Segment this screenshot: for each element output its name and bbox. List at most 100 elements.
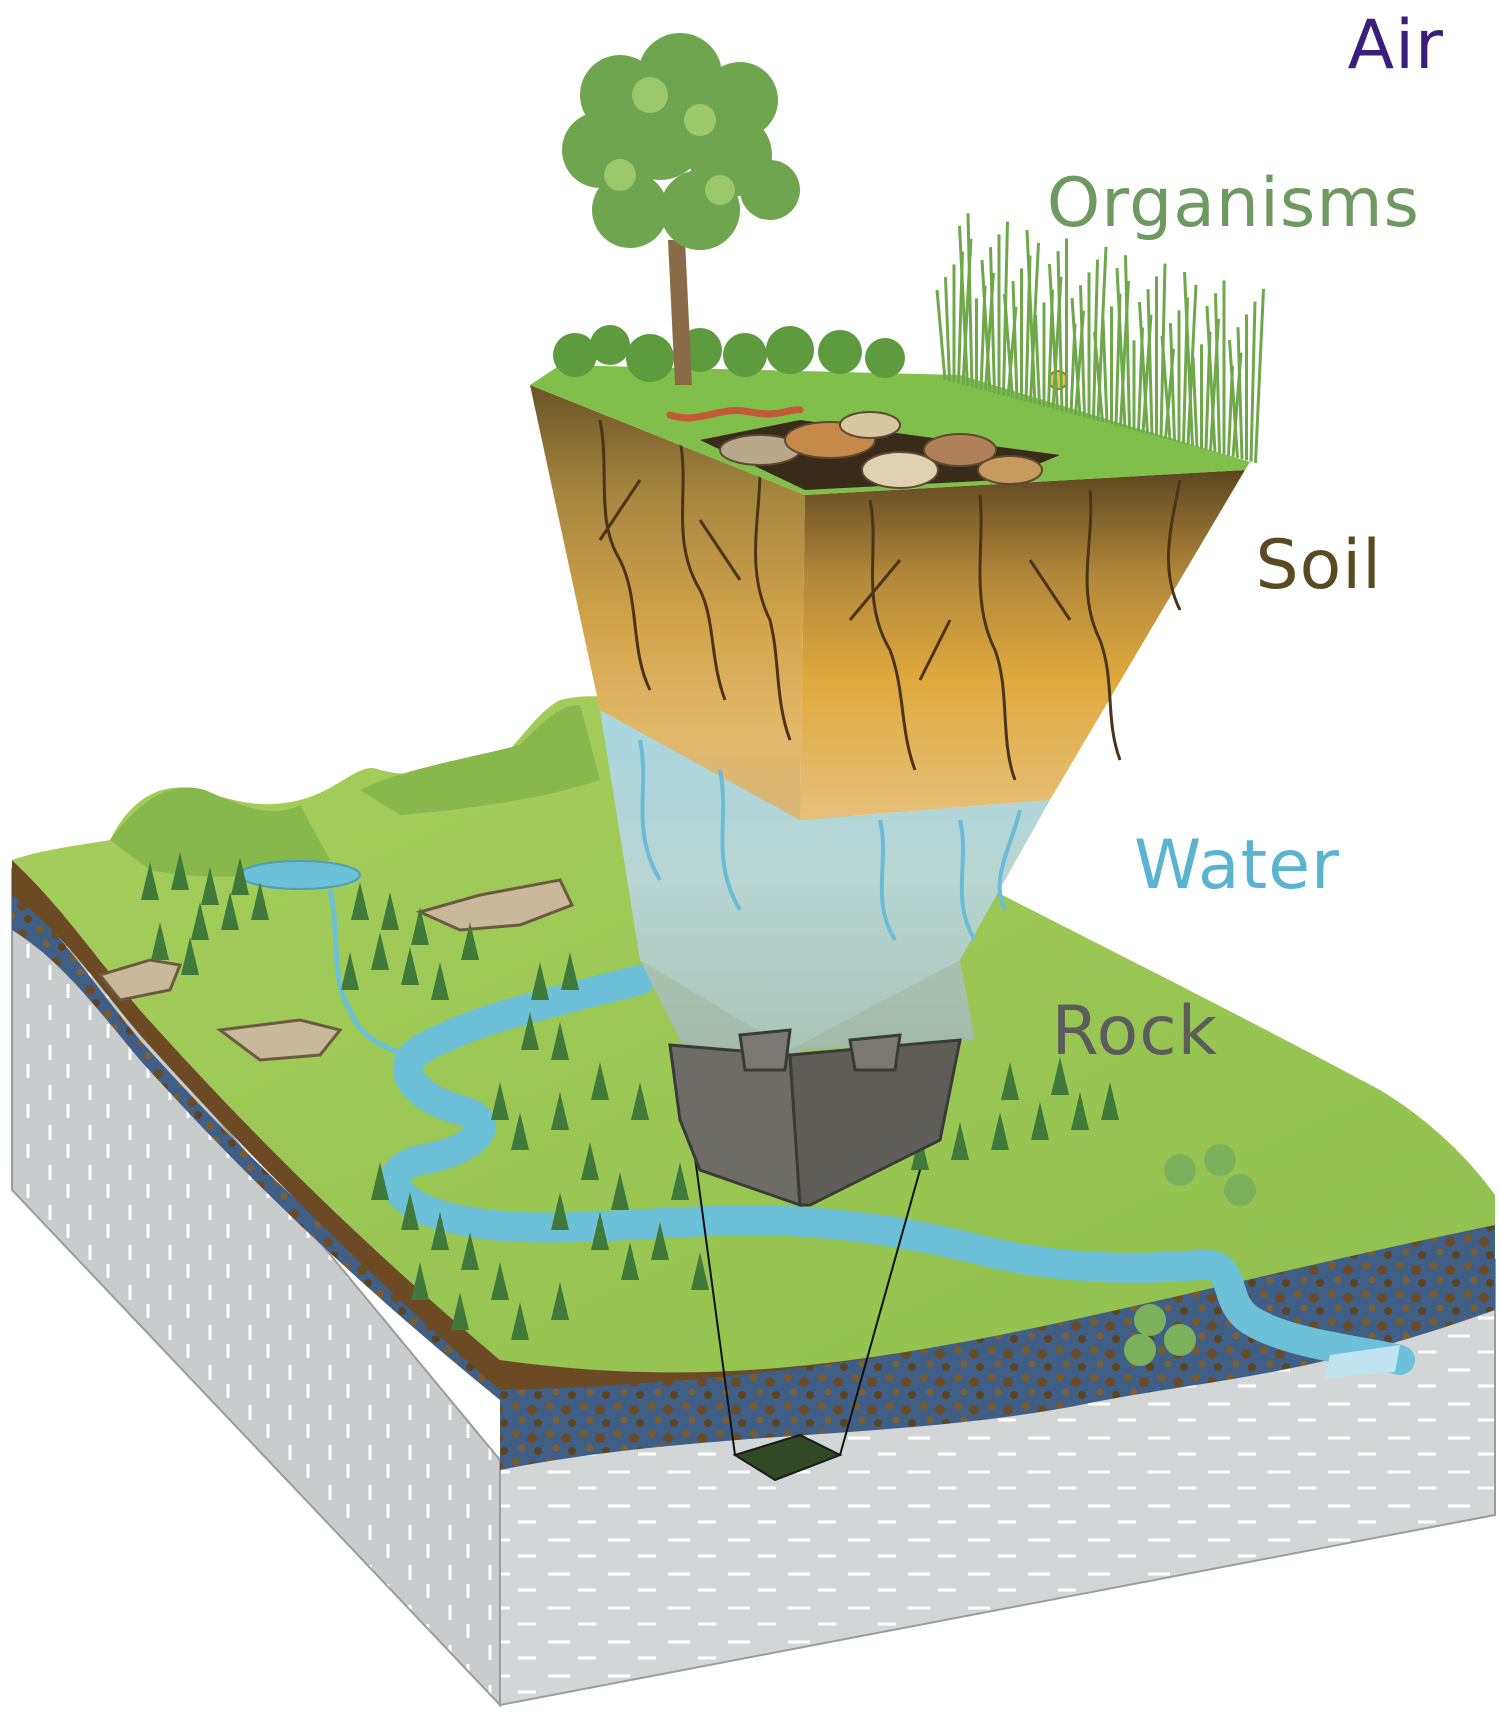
stream [327, 889, 421, 1063]
water-layer [600, 710, 1050, 1050]
grass-blade [1249, 301, 1257, 462]
cliff [415, 878, 575, 932]
label-organisms: Organisms [1046, 164, 1420, 243]
gravel-layer-left [12, 890, 500, 1400]
grass-blade [989, 247, 996, 394]
soil-left-face [530, 385, 805, 820]
label-soil: Soil [1255, 526, 1382, 605]
conifer-icon [551, 1022, 569, 1060]
grass-blade [1034, 315, 1041, 406]
conifer-icon [171, 852, 189, 890]
grass-blade [1124, 255, 1131, 430]
conifer-icon [191, 902, 209, 940]
conifer-icon [611, 1172, 629, 1210]
grass-blade [1254, 288, 1265, 463]
conifer-icon [491, 1262, 509, 1300]
pit-line [839, 1169, 921, 1456]
conifer-icon [671, 1162, 689, 1200]
grass-blade [1056, 251, 1064, 412]
conifer-icon [651, 1222, 669, 1260]
grass-blade [1236, 327, 1244, 460]
conifer-icon [1001, 1062, 1019, 1100]
cliff [216, 1018, 343, 1062]
deciduous-tree-icon [1134, 1304, 1166, 1336]
conifer-icon [951, 1122, 969, 1160]
grass-blade [1138, 301, 1149, 435]
conifer-icon [341, 952, 359, 990]
deciduous-tree-icon [1224, 1174, 1256, 1206]
conifer-icon [581, 1142, 599, 1180]
grass-blade [1048, 263, 1059, 411]
conifer-icon [1051, 1057, 1069, 1095]
conifer-icon [371, 1162, 389, 1200]
conifer-icon [251, 882, 269, 920]
conifer-icon [521, 1012, 539, 1050]
grass-blade [1183, 271, 1194, 447]
conifer-icon [431, 962, 449, 1000]
grass-blade [1101, 319, 1109, 424]
snail-icon [1048, 370, 1068, 390]
conifer-icon [381, 892, 399, 930]
conifer-icon [991, 1112, 1009, 1150]
cliff [97, 958, 183, 1002]
grass-blade [1160, 335, 1172, 441]
conifer-icon [491, 1082, 509, 1120]
label-water: Water [1133, 826, 1340, 905]
grass-blade [1115, 267, 1127, 429]
conifer-icon [631, 1082, 649, 1120]
deciduous-tree-icon [1204, 1144, 1236, 1176]
conifer-icon [531, 962, 549, 1000]
forest [141, 852, 1256, 1366]
grass-blade [1205, 305, 1217, 453]
conifer-icon [1031, 1102, 1049, 1140]
pit-line [689, 1119, 736, 1456]
grass-blade [966, 213, 974, 388]
grass-blade [1191, 357, 1199, 448]
conifer-icon [551, 1282, 569, 1320]
conifer-icon [411, 1262, 429, 1300]
roots [598, 419, 1182, 781]
grass-blade [1228, 339, 1239, 459]
conifer-icon [451, 1292, 469, 1330]
river-outlet [1325, 1345, 1400, 1378]
grass-blade [1146, 289, 1154, 436]
conifer-icon [591, 1062, 609, 1100]
conifer-icon [411, 907, 429, 945]
grass-blade [1025, 229, 1037, 405]
grass-blade [1093, 331, 1104, 423]
conifer-icon [201, 867, 219, 905]
label-air: Air [1347, 6, 1444, 85]
conifer-icon [181, 937, 199, 975]
conifer-icon [591, 1212, 609, 1250]
grass-blade [980, 259, 992, 393]
conifer-icon [461, 922, 479, 960]
soil-profile [530, 33, 1265, 1208]
grass-blade [944, 277, 951, 382]
deciduous-tree-icon [1164, 1324, 1196, 1356]
grass-blade [958, 225, 969, 387]
conifer-icon [151, 922, 169, 960]
hill-patch [110, 787, 330, 877]
conifer-icon [431, 1212, 449, 1250]
conifer-icon [1071, 1092, 1089, 1130]
deciduous-tree-icon [1164, 1154, 1196, 1186]
conifer-icon [461, 1232, 479, 1270]
deciduous-tree-icon [1124, 1334, 1156, 1366]
conifer-icon [551, 1192, 569, 1230]
shrubs [553, 325, 905, 382]
grass-blade [1169, 323, 1176, 442]
boulder-icon [668, 1028, 962, 1208]
conifer-icon [401, 1192, 419, 1230]
conifer-icon [141, 862, 159, 900]
water-streaks [638, 739, 1022, 942]
conifer-icon [621, 1242, 639, 1280]
conifer-icon [221, 892, 239, 930]
earthworm-icon [666, 406, 804, 422]
grass-blade [1011, 281, 1019, 400]
leaf-litter-icon [719, 411, 1043, 489]
gravel-layer [500, 1220, 1495, 1470]
conifer-icon [691, 1252, 709, 1290]
soil-right-face [800, 470, 1245, 820]
